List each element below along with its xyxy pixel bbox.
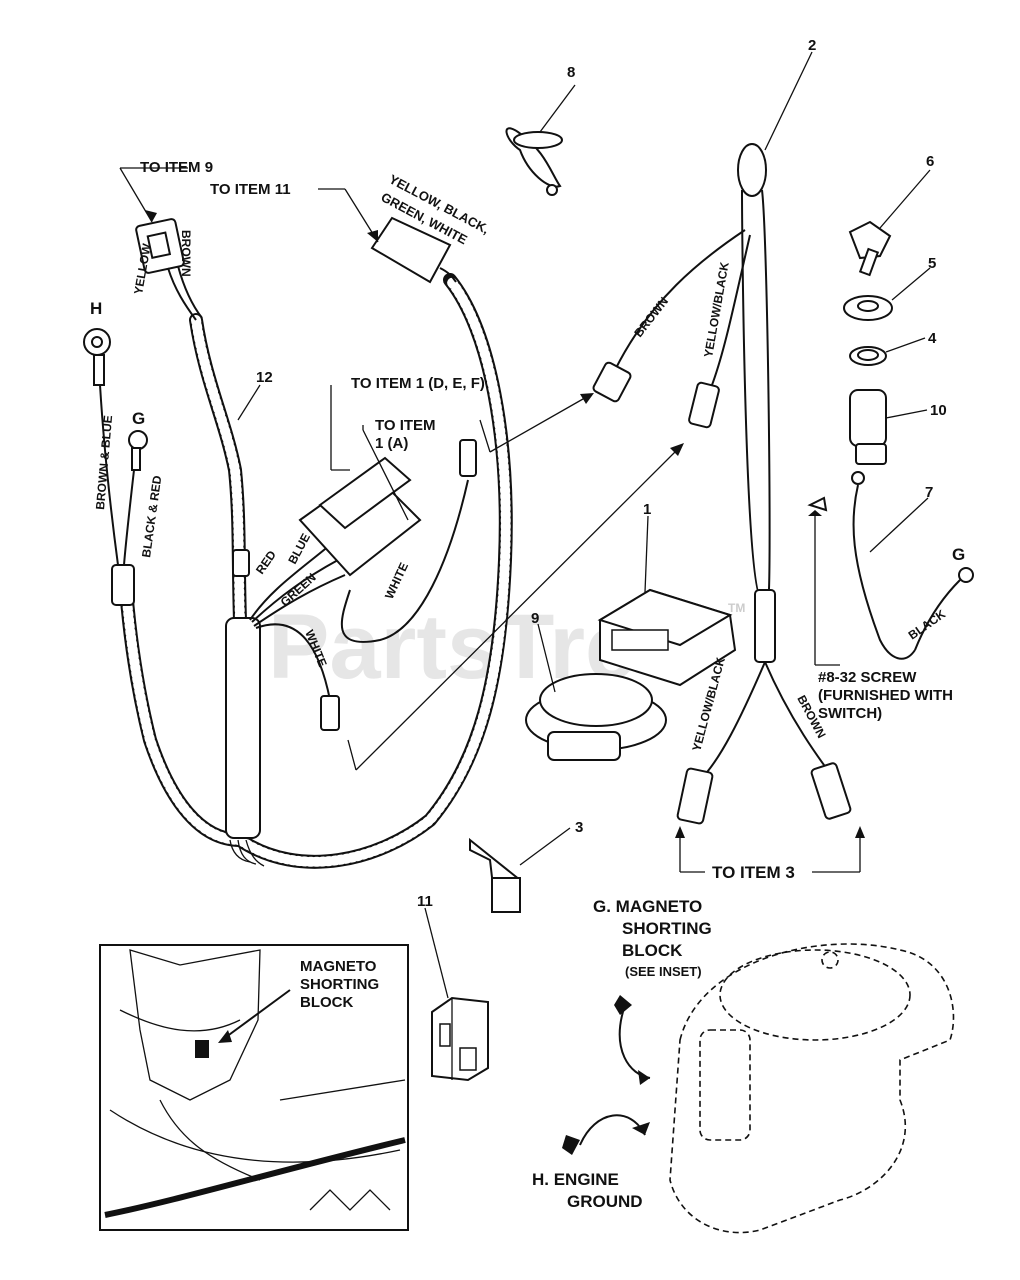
ground-wire-item-7 — [851, 471, 974, 660]
clamp-item-8 — [505, 127, 563, 196]
label-screw-line3: SWITCH) — [818, 705, 882, 722]
callout-7: 7 — [925, 484, 933, 501]
watermark-tm: TM — [728, 601, 745, 615]
callout-h: H — [90, 299, 102, 318]
label-to-item-1a-line2: 1 (A) — [375, 435, 408, 452]
connector-item-1a — [298, 456, 422, 577]
callout-3: 3 — [575, 819, 583, 836]
wire-white-upper — [340, 479, 469, 643]
wire-label-yellow-black-top: YELLOW/BLACK — [701, 261, 732, 359]
label-screw-line2: (FURNISHED WITH — [818, 687, 953, 704]
label-to-item-3: TO ITEM 3 — [712, 863, 795, 882]
callout-g-left: G — [132, 409, 145, 428]
wire-label-brown-connector: BROWN — [179, 230, 193, 277]
label-g-magneto-line1: G. MAGNETO — [593, 897, 702, 916]
module-item-9 — [525, 673, 667, 761]
wire-red — [249, 544, 331, 621]
ring-terminal-h — [83, 328, 119, 566]
wire-label-brown-top: BROWN — [631, 294, 671, 339]
relay-item-11 — [431, 996, 489, 1082]
label-g-magneto-line3: BLOCK — [622, 941, 683, 960]
wire-label-brown-blue: BROWN & BLUE — [93, 415, 115, 511]
wire-green — [253, 574, 346, 627]
harness-item-12 — [111, 273, 513, 869]
label-h-engine-line2: GROUND — [567, 1192, 643, 1211]
switch-item-10 — [849, 389, 887, 465]
wire-blue — [251, 559, 339, 623]
label-inset-magneto-line2: SHORTING — [300, 976, 379, 993]
callout-9: 9 — [531, 610, 539, 627]
callout-4: 4 — [928, 330, 937, 347]
callout-12: 12 — [256, 369, 273, 386]
connector-item-1 — [597, 588, 737, 687]
harness-item-2 — [592, 143, 852, 825]
inset-arrow — [221, 989, 291, 1041]
label-inset-magneto-line1: MAGNETO — [300, 958, 377, 975]
wire-label-black-red: BLACK & RED — [139, 474, 164, 558]
label-h-engine-line1: H. ENGINE — [532, 1170, 619, 1189]
label-screw-line1: #8-32 SCREW — [818, 669, 917, 686]
ring-terminal-g-left — [123, 430, 148, 566]
leader-lines — [119, 51, 931, 999]
engine-outline — [669, 943, 955, 1234]
callout-2: 2 — [808, 37, 816, 54]
wire-label-black: BLACK — [906, 607, 949, 643]
label-to-item-11: TO ITEM 11 — [210, 181, 291, 198]
wire-label-red: RED — [253, 548, 279, 577]
label-to-item-9: TO ITEM 9 — [140, 159, 213, 176]
callout-8: 8 — [567, 64, 575, 81]
label-inset-magneto-line3: BLOCK — [300, 994, 353, 1011]
label-g-magneto-line2: SHORTING — [622, 919, 712, 938]
washer-item-4 — [849, 346, 887, 366]
label-to-item-1-def: TO ITEM 1 (D, E, F) — [351, 375, 485, 392]
arrow-magneto — [618, 1004, 651, 1079]
nut-item-5 — [843, 295, 893, 321]
callout-6: 6 — [926, 153, 934, 170]
callout-g-right: G — [952, 545, 965, 564]
white-wire-connector — [320, 695, 340, 731]
label-to-item-1a-line1: TO ITEM — [375, 417, 436, 434]
wire-brown-top — [614, 229, 746, 371]
inset-photo — [99, 944, 409, 1231]
key-item-6 — [848, 220, 892, 277]
arrow-engine-ground — [579, 1114, 646, 1146]
connector-to-item-11 — [370, 216, 457, 284]
callout-11: 11 — [417, 893, 433, 910]
white-wire-terminal — [459, 439, 477, 477]
callout-5: 5 — [928, 255, 936, 272]
bracket-item-3 — [469, 837, 521, 913]
callout-10: 10 — [930, 402, 947, 419]
connector-to-item-9 — [135, 218, 203, 321]
wire-white-lower — [255, 623, 331, 701]
callout-1: 1 — [643, 501, 651, 518]
label-g-magneto-line4: (SEE INSET) — [625, 964, 702, 979]
wire-yellow-black-top — [711, 234, 751, 386]
screw — [807, 496, 840, 666]
